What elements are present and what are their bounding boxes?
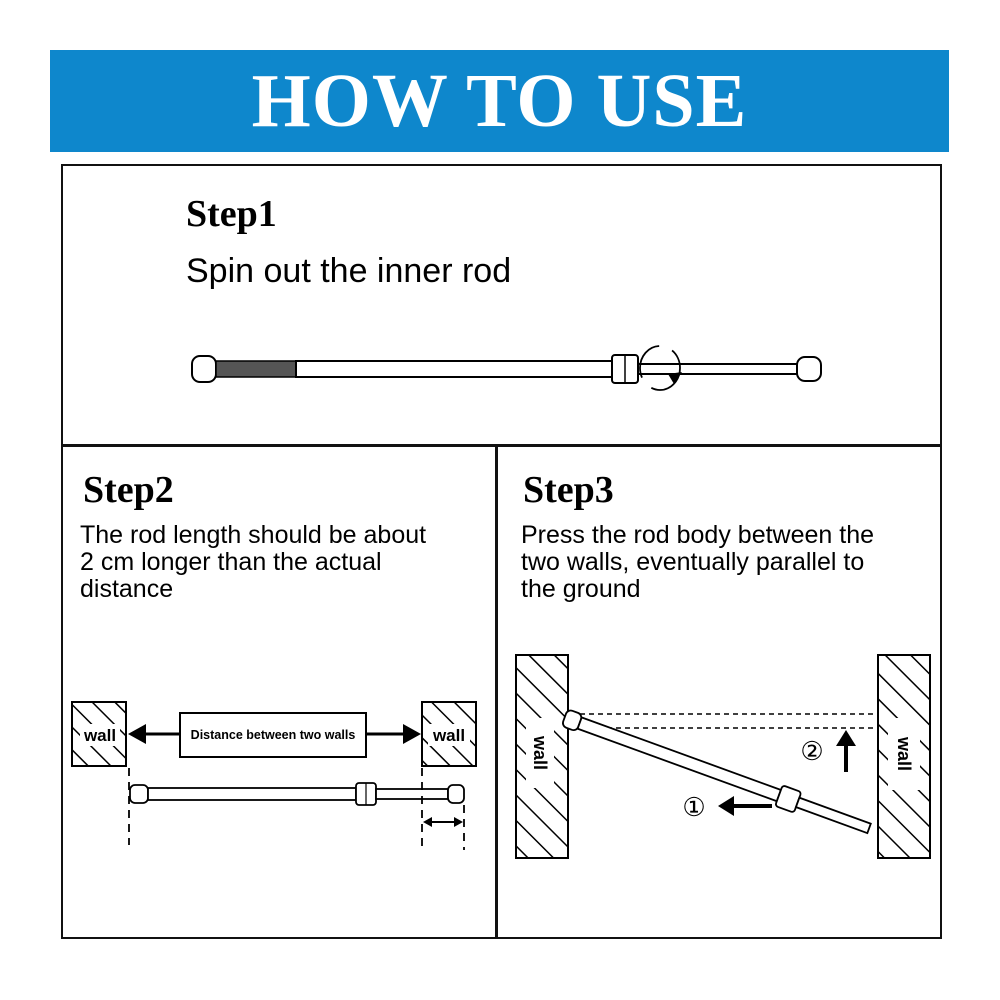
arrow-up-icon	[836, 730, 856, 746]
arrow-left-icon	[718, 796, 734, 816]
rotate-icon	[639, 345, 682, 391]
header-banner: HOW TO USE	[50, 50, 949, 152]
distance-label: Distance between two walls	[191, 728, 356, 742]
marker-1: ①	[682, 792, 705, 822]
marker-2: ②	[800, 736, 823, 766]
step3-description-line: two walls, eventually parallel to	[521, 548, 865, 576]
step1-title: Step1	[186, 193, 277, 235]
wall-right: wall	[421, 701, 477, 767]
rod-end-cap-right	[796, 356, 822, 382]
step2-description-line: The rod length should be about	[80, 521, 427, 549]
step3-description: Press the rod body between the two walls…	[521, 522, 931, 603]
instructions-frame	[61, 164, 942, 939]
step2-description-line: distance	[80, 575, 174, 603]
step3-title: Step3	[523, 469, 614, 511]
step2-title: Step2	[83, 469, 174, 511]
page-title: HOW TO USE	[251, 58, 748, 143]
wall-label: wall	[894, 736, 914, 771]
step3-description-line: the ground	[521, 575, 641, 603]
arrow-left-icon	[128, 724, 146, 744]
step3-description-line: Press the rod body between the	[521, 521, 875, 549]
step1-description: Spin out the inner rod	[186, 252, 512, 290]
panel-divider-vertical	[495, 444, 498, 939]
wall-right: wall	[877, 654, 931, 859]
wall-label: wall	[432, 726, 465, 745]
wall-label: wall	[530, 735, 550, 770]
distance-label-box	[179, 712, 367, 758]
step2-description: The rod length should be about 2 cm long…	[80, 522, 480, 603]
wall-left: wall	[71, 701, 127, 767]
wall-label: wall	[83, 726, 116, 745]
arrow-right-icon	[403, 724, 421, 744]
wall-left: wall	[515, 654, 569, 859]
panel-divider-horizontal	[61, 444, 942, 447]
step2-description-line: 2 cm longer than the actual	[80, 548, 382, 576]
